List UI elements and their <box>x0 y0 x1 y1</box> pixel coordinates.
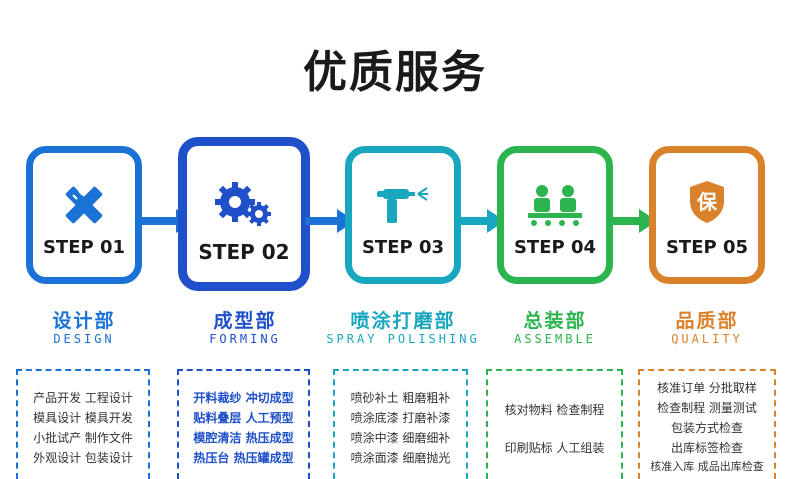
detail-line: 出库标签检查 <box>670 441 743 455</box>
detail-line: 产品开发 工程设计 <box>33 391 133 405</box>
dept-name: 品质部 <box>675 310 739 332</box>
dept-name-en: QUALITY <box>671 332 743 346</box>
step-card-02: STEP 02 <box>178 137 310 291</box>
detail-line: 印刷贴标 人工组装 <box>504 441 605 455</box>
detail-box-04: 核对物料 检查制程 印刷贴标 人工组装 <box>486 369 623 479</box>
step-card-05: 保 STEP 05 <box>649 146 765 284</box>
detail-line: 贴料叠层 人工预型 <box>193 411 294 425</box>
dept-name: 喷涂打磨部 <box>350 310 456 332</box>
detail-line: 模具设计 模具开发 <box>33 411 133 425</box>
dept-name: 成型部 <box>213 310 277 332</box>
gears-icon <box>215 182 273 232</box>
dept-name-en: ASSEMBLE <box>514 332 596 346</box>
step-card-01: STEP 01 <box>26 146 142 284</box>
dept-name-en: FORMING <box>209 332 281 346</box>
step-card-03: STEP 03 <box>345 146 461 284</box>
detail-box-03: 喷砂补土 粗磨粗补 喷涂底漆 打磨补漆 喷涂中漆 细磨细补 喷涂面漆 细磨抛光 <box>333 369 468 479</box>
detail-line: 喷涂面漆 细磨抛光 <box>350 451 451 465</box>
pencil-ruler-icon <box>59 183 109 231</box>
detail-box-05: 核准订单 分批取样 检查制程 测量测试 包装方式检查 出库标签检查 核准入库 成… <box>638 369 776 479</box>
detail-line: 开料裁纱 冲切成型 <box>193 391 294 405</box>
dept-name: 设计部 <box>52 310 116 332</box>
detail-box-02: 开料裁纱 冲切成型 贴料叠层 人工预型 模腔清洁 热压成型 热压台 热压罐成型 <box>177 369 310 479</box>
arrow-right-icon <box>455 209 505 233</box>
spray-gun-icon <box>377 185 429 231</box>
dept-name-en: DESIGN <box>53 332 115 346</box>
detail-line: 模腔清洁 热压成型 <box>193 431 294 445</box>
dept-name: 总装部 <box>523 310 587 332</box>
detail-line: 喷涂中漆 细磨细补 <box>350 431 451 445</box>
assembly-workers-icon <box>526 183 584 231</box>
dept-name-en: SPRAY POLISHING <box>326 332 480 346</box>
detail-line: 外观设计 包装设计 <box>33 451 133 465</box>
step-card-04: STEP 04 <box>497 146 613 284</box>
arrow-right-icon <box>607 209 657 233</box>
detail-box-01: 产品开发 工程设计 模具设计 模具开发 小批试产 制作文件 外观设计 包装设计 <box>16 369 150 479</box>
detail-line: 核准订单 分批取样 <box>657 381 757 395</box>
step-label: STEP 01 <box>42 237 126 258</box>
detail-line: 小批试产 制作文件 <box>33 431 133 445</box>
detail-line: 喷砂补土 粗磨粗补 <box>350 391 451 405</box>
step-label: STEP 05 <box>665 237 749 258</box>
detail-line: 检查制程 测量测试 <box>657 401 757 415</box>
detail-line: 喷涂底漆 打磨补漆 <box>350 411 451 425</box>
detail-line: 核准入库 成品出库检查 <box>650 460 764 473</box>
step-label: STEP 02 <box>198 240 290 264</box>
page-title: 优质服务 <box>303 47 487 98</box>
step-label: STEP 04 <box>513 237 597 258</box>
shield-text: 保 <box>696 190 718 214</box>
step-label: STEP 03 <box>361 237 445 258</box>
detail-line: 核对物料 检查制程 <box>504 403 605 417</box>
detail-line: 热压台 热压罐成型 <box>193 451 294 465</box>
quality-shield-icon: 保 <box>687 179 727 229</box>
detail-line: 包装方式检查 <box>670 421 743 435</box>
